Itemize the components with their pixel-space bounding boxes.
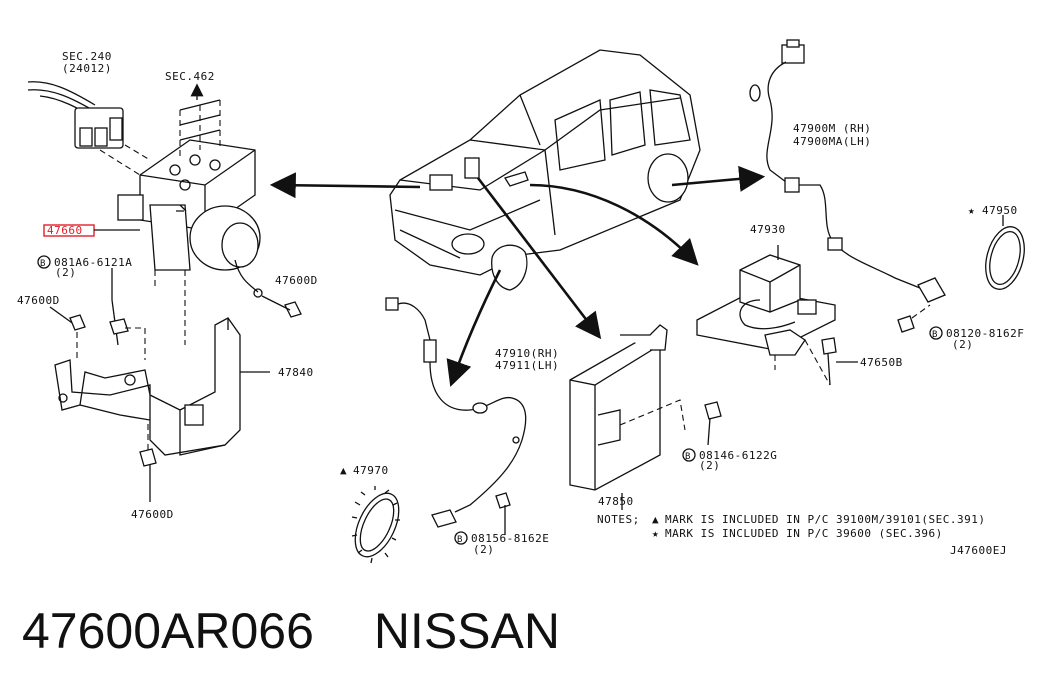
label-47600d-right: 47600D <box>275 274 318 287</box>
svg-text:B: B <box>932 330 938 340</box>
label-08146: 08146-6122G <box>699 449 777 462</box>
label-47840: 47840 <box>278 366 314 379</box>
notes-title: NOTES; <box>597 513 640 526</box>
bracket-47840 <box>54 317 241 456</box>
note1-text: MARK IS INCLUDED IN P/C 39100M/39101(SEC… <box>665 513 986 526</box>
bolt-081a6 <box>109 299 146 360</box>
bolt-08146 <box>704 401 722 446</box>
rear-wheel-sensor <box>749 39 946 333</box>
arrow-to-g-sensor <box>529 183 699 266</box>
label-47900ma: 47900MA(LH) <box>793 135 871 148</box>
label-08120-qty: (2) <box>952 338 973 351</box>
svg-text:B: B <box>457 535 463 545</box>
svg-text:B: B <box>685 452 691 462</box>
bolt-mark-08156: B <box>454 531 468 545</box>
label-sec240-sub: (24012) <box>62 62 112 75</box>
label-47900m: 47900M (RH) <box>793 122 871 135</box>
tone-ring-47970 <box>351 486 400 564</box>
label-47600d-left: 47600D <box>17 294 60 307</box>
svg-text:B: B <box>40 259 46 269</box>
label-47850: 47850 <box>598 495 634 508</box>
part-number: 47600AR066 <box>22 603 314 659</box>
arrow-to-actuator <box>269 172 421 199</box>
label-47950: 47950 <box>982 204 1018 217</box>
bolt-mark-08146: B <box>682 448 696 462</box>
bolt-47600d-bottom <box>139 420 157 502</box>
caption: 47600AR066 NISSAN <box>22 598 1022 664</box>
label-47930: 47930 <box>750 223 786 236</box>
label-47911: 47911(LH) <box>495 359 559 372</box>
label-08156: 08156-8162E <box>471 532 549 545</box>
brand-name: NISSAN <box>373 603 560 659</box>
bolt-mark-08120: B <box>929 326 943 340</box>
label-47970: 47970 <box>353 464 389 477</box>
note2-text: MARK IS INCLUDED IN P/C 39600 (SEC.396) <box>665 527 943 540</box>
note1-mark: ▲ <box>652 513 659 526</box>
harness-connector <box>27 81 124 149</box>
note2-mark: ★ <box>652 527 659 540</box>
label-47650b: 47650B <box>860 356 903 369</box>
label-081a6: 081A6-6121A <box>54 256 132 269</box>
label-081a6-qty: (2) <box>55 266 76 279</box>
abs-actuator-unit <box>117 139 263 298</box>
bolt-47650b <box>821 337 858 386</box>
label-sec240: SEC.240 <box>62 50 112 63</box>
bolt-47600d-left <box>49 306 86 360</box>
bolt-47600d-right <box>261 295 302 318</box>
label-08156-qty: (2) <box>473 543 494 556</box>
front-wheel-sensor <box>385 297 527 535</box>
label-47660-highlighted: 47660 <box>47 224 83 237</box>
star-mark-47950: ★ <box>968 204 975 217</box>
bolt-mark-081a6: B <box>37 255 51 269</box>
parts-diagram: SEC.240 (24012) SEC.462 47660 B 081A6-61… <box>17 39 1025 564</box>
label-08120: 08120-8162F <box>946 327 1024 340</box>
diagram-code: J47600EJ <box>950 544 1007 557</box>
control-unit-47850 <box>569 324 686 491</box>
arrow-to-control-unit <box>476 177 602 340</box>
label-sec462: SEC.462 <box>165 70 215 83</box>
triangle-mark-47970: ▲ <box>340 464 347 477</box>
label-47910: 47910(RH) <box>495 347 559 360</box>
label-47600d-bottom: 47600D <box>131 508 174 521</box>
arrow-to-front-sensor <box>446 269 502 387</box>
label-08146-qty: (2) <box>699 459 720 472</box>
arrow-to-rear-sensor <box>671 165 766 192</box>
g-sensor-47930 <box>696 245 836 356</box>
sensor-rotor-47950 <box>985 226 1025 290</box>
vehicle-outline <box>389 49 701 291</box>
